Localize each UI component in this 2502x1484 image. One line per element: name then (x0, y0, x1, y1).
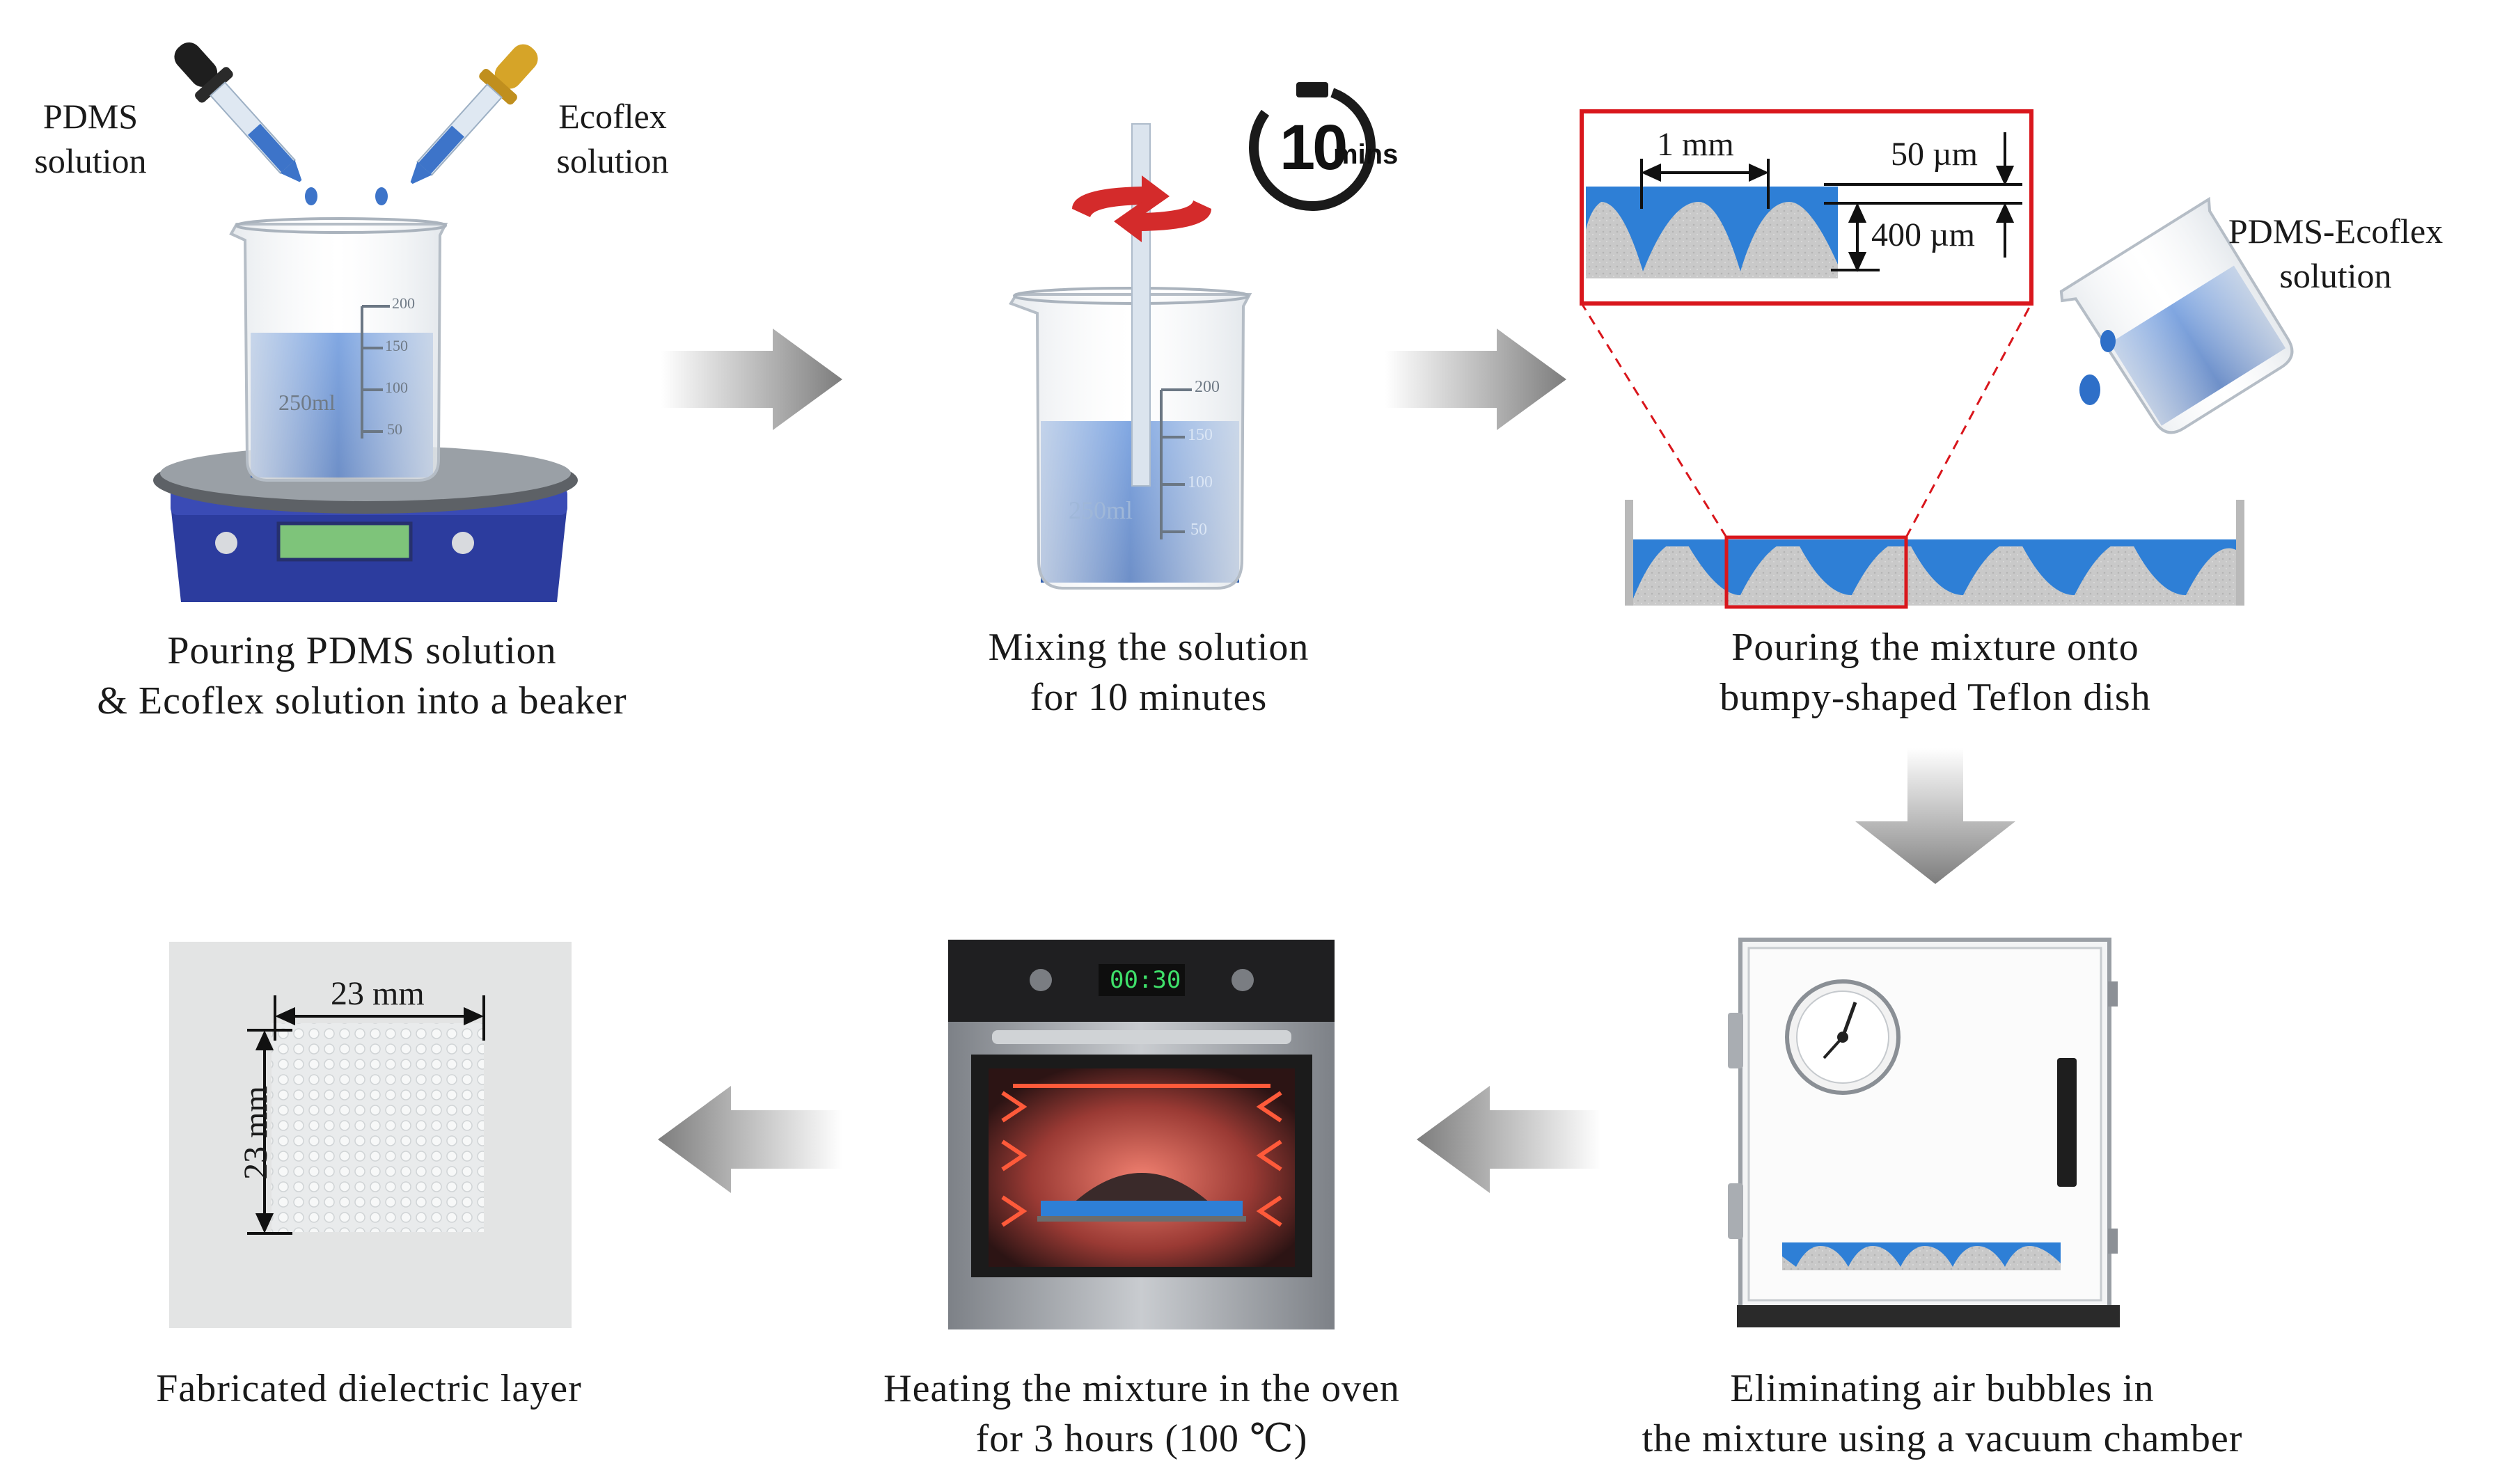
pdms-ecoflex-solution-label: PDMS-Ecoflex solution (2228, 212, 2444, 295)
pouring-beaker-icon (2059, 196, 2294, 434)
beaker-icon (1009, 287, 1252, 590)
ecoflex-drop-icon (375, 187, 388, 205)
pour-drop-icon (2079, 374, 2100, 405)
pdms-dropper-icon (174, 42, 302, 182)
teflon-dish-icon (1625, 500, 2244, 606)
ecoflex-solution-label: Ecoflex solution (556, 97, 669, 180)
step1-caption: Pouring PDMS solution & Ecoflex solution… (97, 629, 627, 723)
beaker-volume-label: 250ml (1069, 496, 1133, 524)
beaker-tick-label: 100 (1188, 473, 1213, 491)
dimension-lines (1640, 132, 2022, 272)
step3-caption: Pouring the mixture onto bumpy-shaped Te… (1720, 626, 2151, 719)
beaker-tick-label: 100 (385, 379, 408, 396)
step6-caption: Fabricated dielectric layer (156, 1367, 582, 1410)
beaker-tick-label: 150 (385, 337, 408, 354)
beaker-icon (229, 217, 448, 482)
timer-value: 10 (1280, 112, 1348, 183)
beaker-tick-label: 50 (387, 420, 402, 438)
step3-illustration (1580, 109, 2294, 609)
ecoflex-dropper-icon (410, 44, 538, 184)
bump-height-label: 400 µm (1871, 216, 1975, 253)
dish-highlight-box (1724, 535, 1908, 609)
timer-unit: mins (1333, 139, 1399, 170)
stirring-rod-icon (1131, 123, 1151, 487)
arrow-step5-to-step6 (658, 1086, 842, 1193)
pdms-solution-label: PDMS solution (34, 97, 147, 180)
pressure-gauge-icon (1785, 979, 1901, 1095)
digital-scale-icon (153, 445, 578, 602)
beaker-tick-label: 200 (392, 294, 415, 312)
beaker-tick-label: 150 (1188, 426, 1213, 444)
arrow-step2-to-step3 (1385, 329, 1566, 430)
oven-icon (948, 940, 1335, 1329)
step2-illustration (1009, 82, 1376, 590)
beaker-tick-label: 200 (1195, 378, 1220, 396)
step1-illustration (153, 42, 578, 602)
pour-drop-icon (2100, 330, 2116, 352)
step6-illustration (169, 942, 572, 1328)
sample-width-label: 23 mm (331, 975, 425, 1012)
arrow-step3-to-step4 (1855, 748, 2015, 884)
pitch-label: 1 mm (1657, 126, 1734, 163)
zoom-guide-left (1580, 303, 1728, 538)
timer-icon (1249, 82, 1376, 211)
arrow-step4-to-step5 (1417, 1086, 1601, 1193)
beaker-volume-label: 250ml (278, 390, 336, 415)
zoom-guide-right (1905, 303, 2033, 538)
sample-dimension-lines (247, 995, 485, 1235)
beaker-tick-label: 50 (1190, 521, 1207, 539)
step4-caption: Eliminating air bubbles in the mixture u… (1642, 1367, 2243, 1460)
oven-timer-display: 00:30 (1110, 966, 1181, 994)
step5-illustration (948, 940, 1335, 1329)
sample-height-label: 23 mm (237, 1086, 274, 1180)
rotation-arrow-icon (1072, 175, 1211, 242)
top-thickness-label: 50 µm (1891, 136, 1978, 173)
step2-caption: Mixing the solution for 10 minutes (988, 626, 1309, 719)
step4-illustration (1728, 938, 2120, 1327)
zoom-inset (1580, 109, 2033, 306)
vacuum-chamber-icon (1728, 938, 2120, 1327)
step5-caption: Heating the mixture in the oven for 3 ho… (883, 1367, 1400, 1460)
pdms-drop-icon (305, 187, 317, 205)
dielectric-layer-sample (272, 1023, 484, 1232)
arrow-step1-to-step2 (661, 329, 842, 430)
